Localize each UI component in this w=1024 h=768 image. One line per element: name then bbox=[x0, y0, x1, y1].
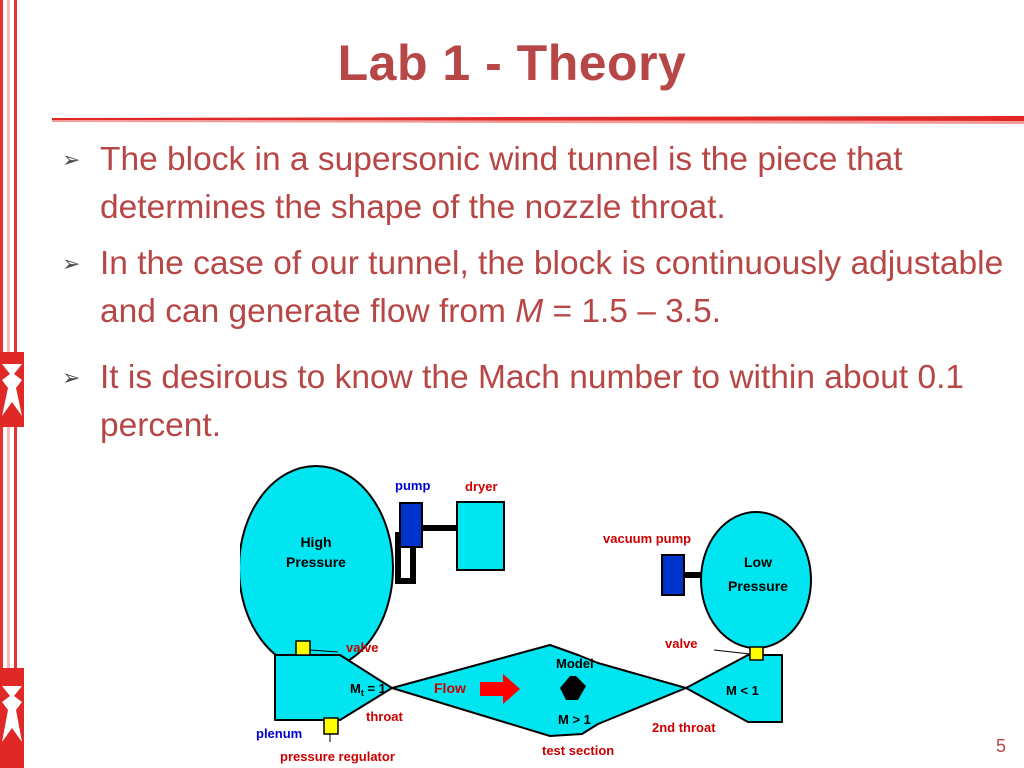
pump-label: pump bbox=[395, 478, 430, 493]
left-valve-label: valve bbox=[346, 640, 379, 655]
pressure-regulator-label: pressure regulator bbox=[280, 749, 395, 764]
right-valve-label: valve bbox=[665, 636, 698, 651]
mach-variable: M bbox=[515, 293, 544, 330]
jet-emblem-icon-lower bbox=[2, 686, 22, 742]
slide-title: Lab 1 - Theory bbox=[337, 35, 687, 91]
pump-pipe bbox=[395, 528, 416, 584]
jet-emblem-icon bbox=[2, 364, 22, 416]
left-valve-icon bbox=[295, 640, 311, 656]
dryer-label: dryer bbox=[465, 479, 498, 494]
second-throat-label: 2nd throat bbox=[652, 720, 716, 735]
vacuum-pump-label: vacuum pump bbox=[603, 531, 691, 546]
flow-arrow-icon bbox=[480, 674, 520, 704]
mt-label: Mt = 1 bbox=[350, 681, 386, 698]
wind-tunnel-diagram: High Pressure pump dryer vacuum pump Low… bbox=[240, 465, 812, 764]
tunnel-body bbox=[274, 644, 783, 737]
model-shape bbox=[560, 676, 586, 700]
bullet-text: The block in a supersonic wind tunnel is… bbox=[100, 141, 903, 226]
subsonic-exit-label: M < 1 bbox=[726, 683, 759, 698]
dryer-box bbox=[456, 501, 505, 571]
pressure-regulator-icon bbox=[323, 717, 339, 735]
pump-box bbox=[399, 502, 423, 548]
bullet-arrow-icon: ➢ bbox=[62, 365, 81, 390]
bullet-text: It is desirous to know the Mach number t… bbox=[100, 359, 965, 444]
flow-label: Flow bbox=[434, 680, 466, 696]
right-valve-pointer bbox=[713, 649, 751, 655]
page-number: 5 bbox=[996, 736, 1007, 756]
bullet-text: In the case of our tunnel, the block is … bbox=[100, 245, 1004, 330]
plenum-label: plenum bbox=[256, 726, 302, 741]
right-valve-icon bbox=[749, 646, 764, 661]
bullet-arrow-icon: ➢ bbox=[62, 147, 81, 172]
model-label: Model bbox=[556, 656, 594, 671]
test-section-label: test section bbox=[542, 743, 614, 758]
low-pressure-label-line1: Low bbox=[744, 554, 772, 570]
left-valve-pointer bbox=[309, 649, 339, 653]
vacuum-pump-box bbox=[661, 554, 685, 596]
high-pressure-label-line2: Pressure bbox=[286, 554, 346, 570]
bullet-item: ➢ In the case of our tunnel, the block i… bbox=[58, 240, 1018, 336]
bullet-item: ➢ It is desirous to know the Mach number… bbox=[58, 354, 1018, 450]
low-pressure-label-line2: Pressure bbox=[728, 578, 788, 594]
bullet-item: ➢ The block in a supersonic wind tunnel … bbox=[58, 136, 1018, 232]
title-underline bbox=[52, 116, 1024, 124]
supersonic-test-label: M > 1 bbox=[558, 712, 591, 727]
throat-label: throat bbox=[366, 709, 404, 724]
high-pressure-label-line1: High bbox=[300, 534, 331, 550]
bullet-arrow-icon: ➢ bbox=[62, 251, 81, 276]
